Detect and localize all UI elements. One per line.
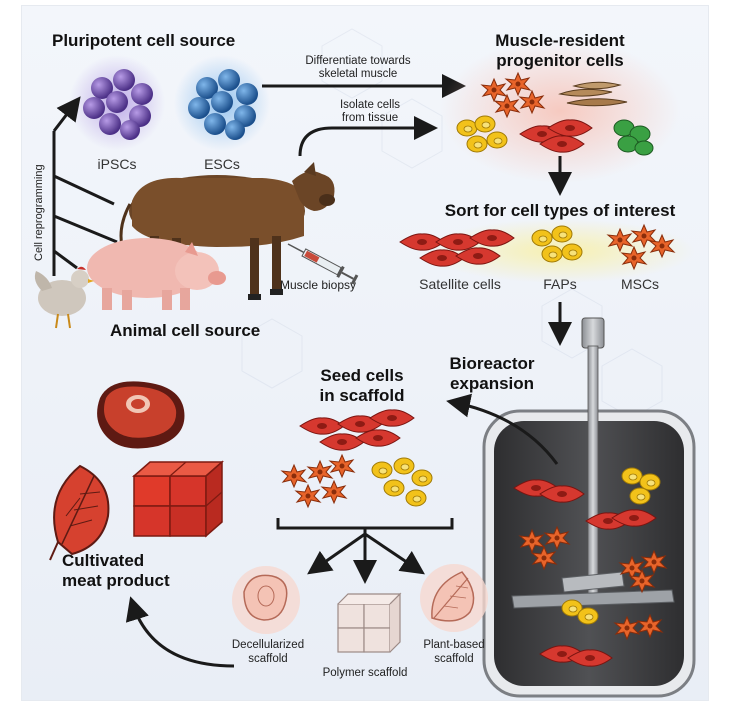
progenitor-green-cells <box>613 119 654 156</box>
heading-cultivated-2: meat product <box>62 571 170 590</box>
diagram-canvas: Pluripotent cell source iPSCs ESCs Diffe… <box>22 6 708 700</box>
heading-pluripotent: Pluripotent cell source <box>52 31 235 50</box>
seed-satellite-cells <box>299 409 415 451</box>
progenitor-fibroblast-cells <box>558 81 628 107</box>
chicken-icon <box>34 266 94 329</box>
label-differentiate-2: skeletal muscle <box>319 68 398 80</box>
arrow-to-product <box>125 596 235 668</box>
label-isolate-1: Isolate cells <box>340 99 400 111</box>
cell-reprogramming-lines <box>52 96 118 276</box>
cube-meat-icon <box>132 460 224 538</box>
label-mscs: MSCs <box>621 276 659 292</box>
heading-sort: Sort for cell types of interest <box>445 201 676 220</box>
scaffold-split-arrows <box>276 518 454 584</box>
label-satellite-cells: Satellite cells <box>419 276 501 292</box>
heading-muscle-resident-1: Muscle-resident <box>495 31 625 50</box>
label-isolate-2: from tissue <box>342 112 398 124</box>
seed-fap-cells <box>371 457 433 507</box>
ipsc-cluster-icon <box>69 55 165 151</box>
syringe-icon <box>287 243 359 285</box>
label-escs: ESCs <box>204 156 240 172</box>
label-differentiate-1: Differentiate towards <box>305 55 411 67</box>
cow-icon <box>119 162 335 300</box>
label-plant-based-2: scaffold <box>434 653 473 665</box>
label-decellularized-2: scaffold <box>248 653 287 665</box>
label-polymer-scaffold: Polymer scaffold <box>323 667 408 679</box>
pig-icon <box>87 238 226 310</box>
label-faps: FAPs <box>543 276 576 292</box>
heading-animal-source: Animal cell source <box>110 321 260 340</box>
heading-bioreactor-2: expansion <box>450 374 534 393</box>
plant-based-scaffold-icon <box>420 564 488 632</box>
leaf-meat-icon <box>49 464 110 561</box>
polymer-scaffold-icon <box>337 592 402 653</box>
arrow-to-seed <box>446 393 559 465</box>
heading-muscle-resident-2: progenitor cells <box>496 51 624 70</box>
label-muscle-biopsy: Muscle biopsy <box>280 278 356 292</box>
heading-seed-1: Seed cells <box>320 366 403 385</box>
heading-cultivated-1: Cultivated <box>62 551 144 570</box>
heading-seed-2: in scaffold <box>319 386 404 405</box>
label-decellularized-1: Decellularized <box>232 639 304 651</box>
label-plant-based-1: Plant-based <box>423 639 484 651</box>
seed-msc-cells <box>281 454 355 508</box>
isolate-arrow <box>298 116 438 157</box>
heading-bioreactor-1: Bioreactor <box>449 354 534 373</box>
decellularized-scaffold-icon <box>232 566 300 634</box>
label-cell-reprogramming: Cell reprogramming <box>33 164 45 261</box>
esc-cluster-icon <box>174 55 270 151</box>
label-ipscs: iPSCs <box>98 156 137 172</box>
diagram-svg: Pluripotent cell source iPSCs ESCs Diffe… <box>33 28 696 698</box>
steak-icon <box>97 381 185 449</box>
